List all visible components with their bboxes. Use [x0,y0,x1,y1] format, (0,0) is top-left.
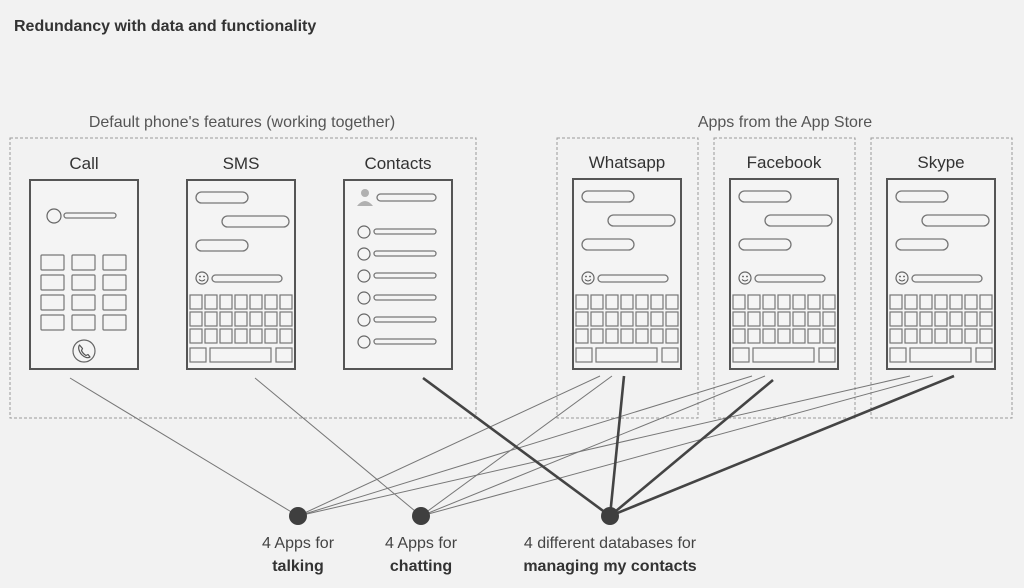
link-skype-talking [297,375,911,517]
connection-lines [69,374,955,518]
skype-frame [870,137,1013,419]
talking-label-line2: talking [272,558,324,575]
diagram-title: Redundancy with data and functionality [14,18,316,35]
phone-label-whatsapp: Whatsapp [589,153,666,172]
smiley-icon [581,271,595,285]
default-features-frame [9,137,477,419]
phone-label-contacts: Contacts [364,154,431,173]
phone-label-sms: SMS [223,154,260,173]
link-contacts-databases [422,376,611,518]
phone-label-call: Call [69,154,98,173]
link-call-talking [69,377,299,517]
phone-contacts [343,179,453,370]
user-icon [357,189,373,206]
talking-label-line1: 4 Apps for [262,535,335,552]
node-chatting [412,507,430,525]
link-facebook-databases [609,379,774,517]
chatting-label-line1: 4 Apps for [385,535,458,552]
link-facebook-talking [297,375,753,517]
smiley-icon [195,271,209,285]
caller-avatar-icon [46,208,62,224]
whatsapp-frame [556,137,699,419]
phone-call [29,179,139,370]
contact-list [357,225,437,349]
default-features-label: Default phone's features (working togeth… [89,114,395,131]
smiley-icon [738,271,752,285]
sms-keyboard [189,294,293,363]
phone-sms [186,179,296,370]
node-contacts-databases [601,507,619,525]
phone-icon [72,339,96,363]
link-skype-databases [609,374,955,518]
link-skype-chatting [420,375,934,517]
link-whatsapp-talking [297,375,601,517]
phone-label-facebook: Facebook [747,153,822,172]
facebook-frame [713,137,856,419]
phone-label-skype: Skype [917,153,964,172]
facebook-keyboard [732,294,836,363]
chatting-label-line2: chatting [390,558,452,575]
phone-whatsapp [572,178,682,370]
skype-keyboard [889,294,993,363]
link-facebook-chatting [420,375,766,517]
node-talking [289,507,307,525]
whatsapp-keyboard [575,294,679,363]
smiley-icon [895,271,909,285]
phone-skype [886,178,996,370]
contacts-databases-label-line1: 4 different databases for [524,535,697,552]
app-store-label: Apps from the App Store [698,114,872,131]
contacts-databases-label-line2: managing my contacts [523,558,696,575]
phone-facebook [729,178,839,370]
dial-keypad [40,254,127,331]
link-whatsapp-databases [608,375,626,517]
link-sms-chatting [254,377,422,517]
